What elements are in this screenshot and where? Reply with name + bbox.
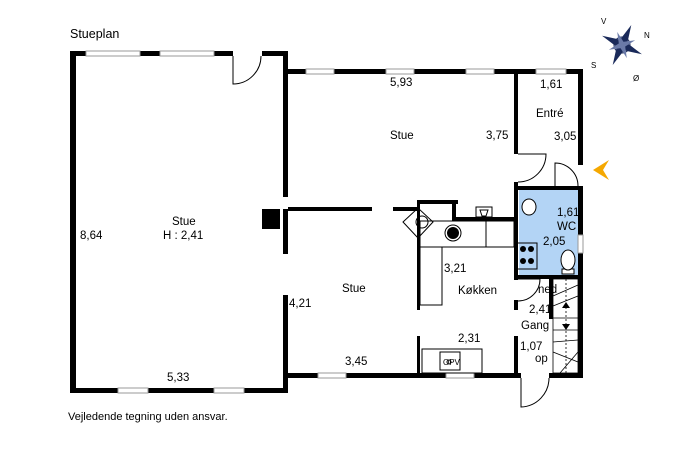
room-wc-width: 1,61 xyxy=(557,207,580,219)
walls xyxy=(70,51,583,393)
opv-label: OPV xyxy=(443,358,460,367)
room-stue-big-depth: 8,64 xyxy=(80,230,103,242)
room-gang-name: Gang xyxy=(521,320,550,332)
doors xyxy=(232,55,579,408)
room-stue-top-depth: 3,75 xyxy=(486,130,509,142)
room-stue-mid-width: 3,45 xyxy=(345,356,368,368)
room-stue-top-name: Stue xyxy=(390,130,414,142)
room-stue-mid-name: Stue xyxy=(342,283,366,295)
room-entre-depth: 3,05 xyxy=(554,131,577,143)
disclaimer-text: Vejledende tegning uden ansvar. xyxy=(68,411,228,423)
room-kokken-width: 2,31 xyxy=(458,333,481,345)
room-kokken-depth: 3,21 xyxy=(444,263,467,275)
stairs xyxy=(552,278,579,374)
compass-icon xyxy=(602,25,642,65)
room-entre-width: 1,61 xyxy=(540,79,563,91)
windows xyxy=(85,50,584,394)
room-op-size: 1,07 xyxy=(520,341,543,353)
room-entre-name: Entré xyxy=(536,108,564,120)
room-wc-depth: 2,05 xyxy=(543,236,566,248)
room-stue-big-height: H : 2,41 xyxy=(163,230,204,242)
room-wc-name: WC xyxy=(557,221,577,233)
room-stue-big-name: Stue xyxy=(172,216,196,228)
room-gang-depth: 2,41 xyxy=(529,304,552,316)
room-stue-top-width: 5,93 xyxy=(390,77,413,89)
room-stue-mid-depth: 4,21 xyxy=(289,298,312,310)
stair-arrow-icon xyxy=(562,302,570,308)
room-kokken-name: Køkken xyxy=(458,285,497,297)
kitchen-fixtures xyxy=(402,206,538,374)
entrance-arrow-icon xyxy=(593,160,609,180)
stairs-down-label: ned xyxy=(538,284,558,296)
compass-n-label: N xyxy=(644,31,650,40)
compass-s-label: S xyxy=(591,61,597,70)
room-stue-big-width: 5,33 xyxy=(167,372,190,384)
stairs-up-label: op xyxy=(535,353,548,365)
compass-o-label: Ø xyxy=(633,74,640,83)
plan-title: Stueplan xyxy=(70,27,120,41)
wc-fixtures xyxy=(521,198,576,275)
hob-icon xyxy=(444,224,534,365)
compass-v-label: V xyxy=(601,17,607,26)
stair-arrow-icon xyxy=(562,324,570,330)
